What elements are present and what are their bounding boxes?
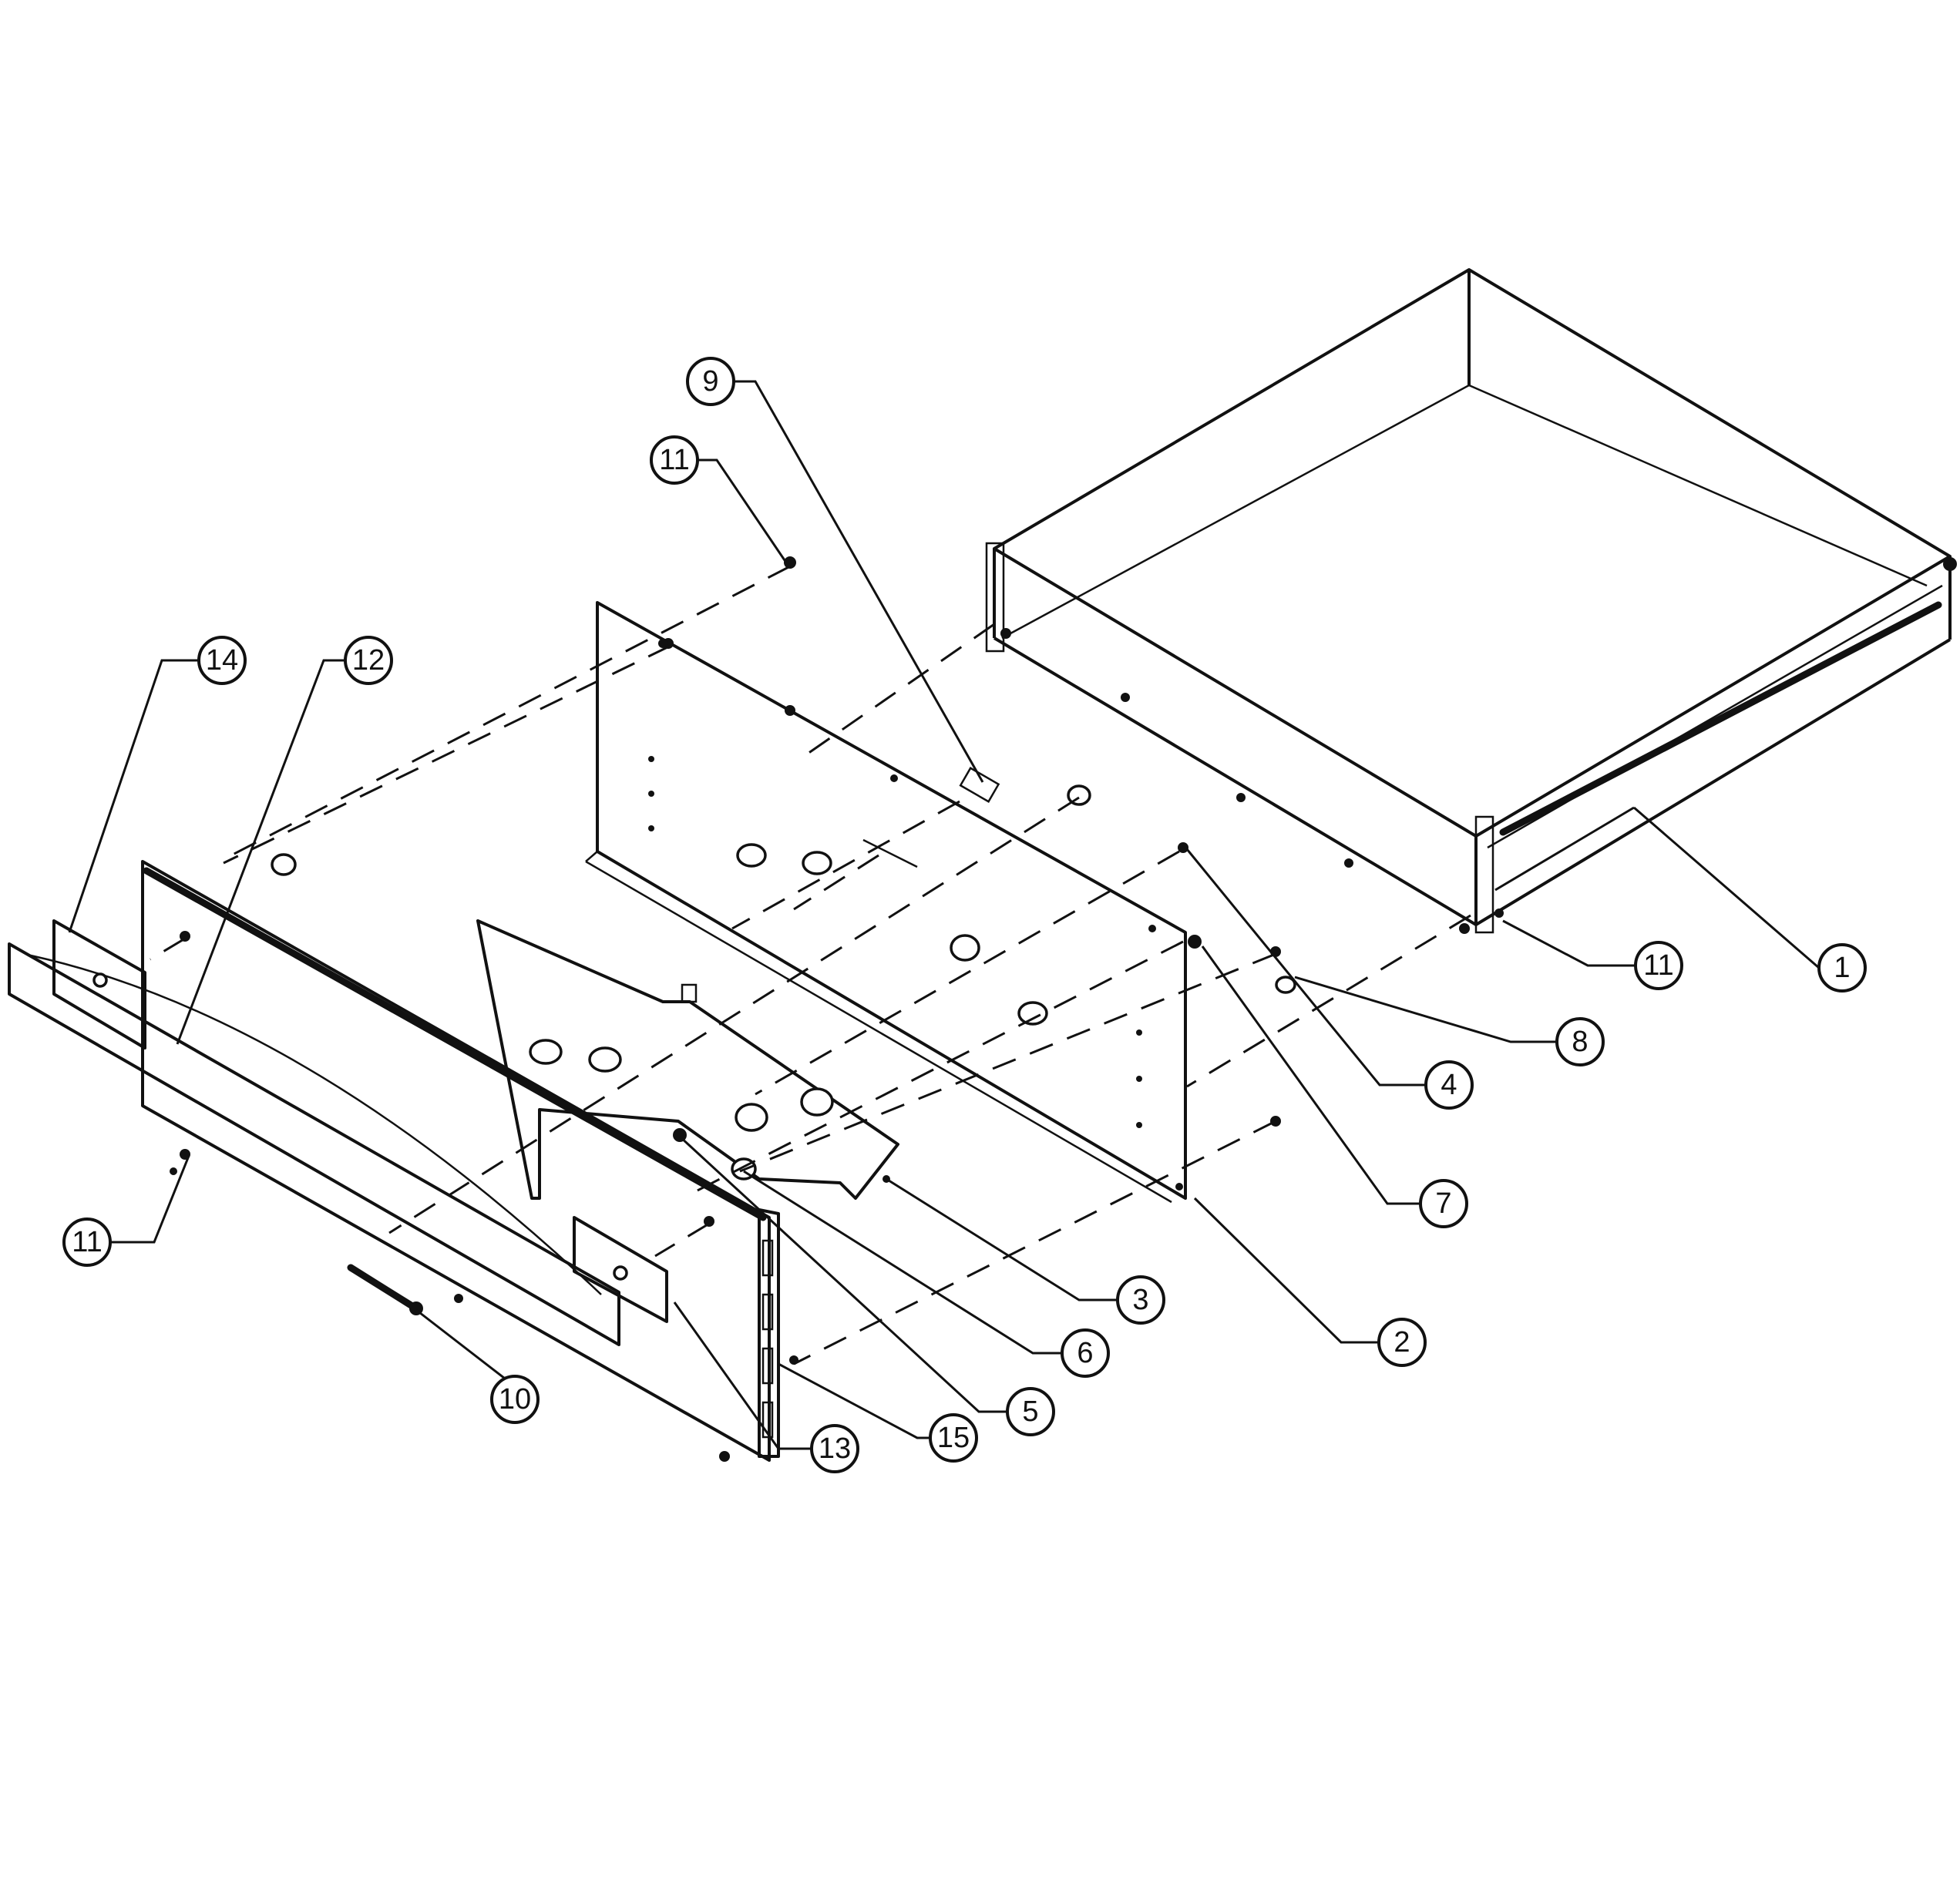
callout-1-label: 1 (1834, 952, 1850, 984)
stud (347, 1264, 423, 1315)
callout-5-label: 5 (1022, 1396, 1038, 1428)
callout-14-label: 14 (206, 644, 238, 677)
callout-9-label: 9 (702, 365, 718, 398)
callout-4-label: 4 (1441, 1069, 1457, 1101)
callout-2-label: 2 (1394, 1326, 1410, 1359)
callout-11-top-label: 11 (659, 444, 689, 476)
inner-baffle (476, 919, 899, 1200)
callout-10: 10 (490, 1375, 540, 1424)
right-bracket (573, 1216, 668, 1323)
hardware (170, 556, 1296, 1462)
callout-15-label: 15 (937, 1422, 970, 1454)
callout-9: 9 (686, 357, 735, 406)
callout-3-label: 3 (1132, 1284, 1148, 1316)
callout-11-right: 11 (1634, 941, 1683, 990)
callout-13: 13 (810, 1424, 859, 1473)
assembly-lines (150, 565, 1471, 1365)
left-bracket (52, 919, 146, 1050)
callout-4: 4 (1424, 1060, 1474, 1110)
callout-13-label: 13 (819, 1432, 851, 1465)
callout-7: 7 (1419, 1179, 1468, 1228)
callout-11-left-label: 11 (72, 1226, 102, 1258)
callout-5: 5 (1006, 1387, 1055, 1436)
callout-10-label: 10 (499, 1383, 531, 1416)
callout-14: 14 (197, 636, 247, 685)
callout-11-top: 11 (650, 435, 699, 485)
trim-strip (8, 942, 620, 1346)
callout-12: 12 (344, 636, 393, 685)
back-panel (585, 601, 1187, 1204)
front-panel (141, 860, 780, 1462)
drawer-box (985, 268, 1957, 934)
leader-lines (68, 380, 1820, 1450)
callout-11-right-label: 11 (1643, 949, 1673, 982)
callout-3: 3 (1116, 1275, 1165, 1325)
callout-15: 15 (929, 1413, 978, 1463)
callout-1: 1 (1817, 943, 1867, 992)
callout-12-label: 12 (352, 644, 385, 677)
callout-7-label: 7 (1435, 1187, 1451, 1220)
callout-8-label: 8 (1572, 1026, 1588, 1058)
callout-11-left: 11 (62, 1218, 112, 1267)
callout-8: 8 (1555, 1017, 1605, 1066)
callout-6-label: 6 (1077, 1337, 1093, 1369)
callout-2: 2 (1377, 1318, 1427, 1367)
callout-6: 6 (1061, 1328, 1110, 1378)
